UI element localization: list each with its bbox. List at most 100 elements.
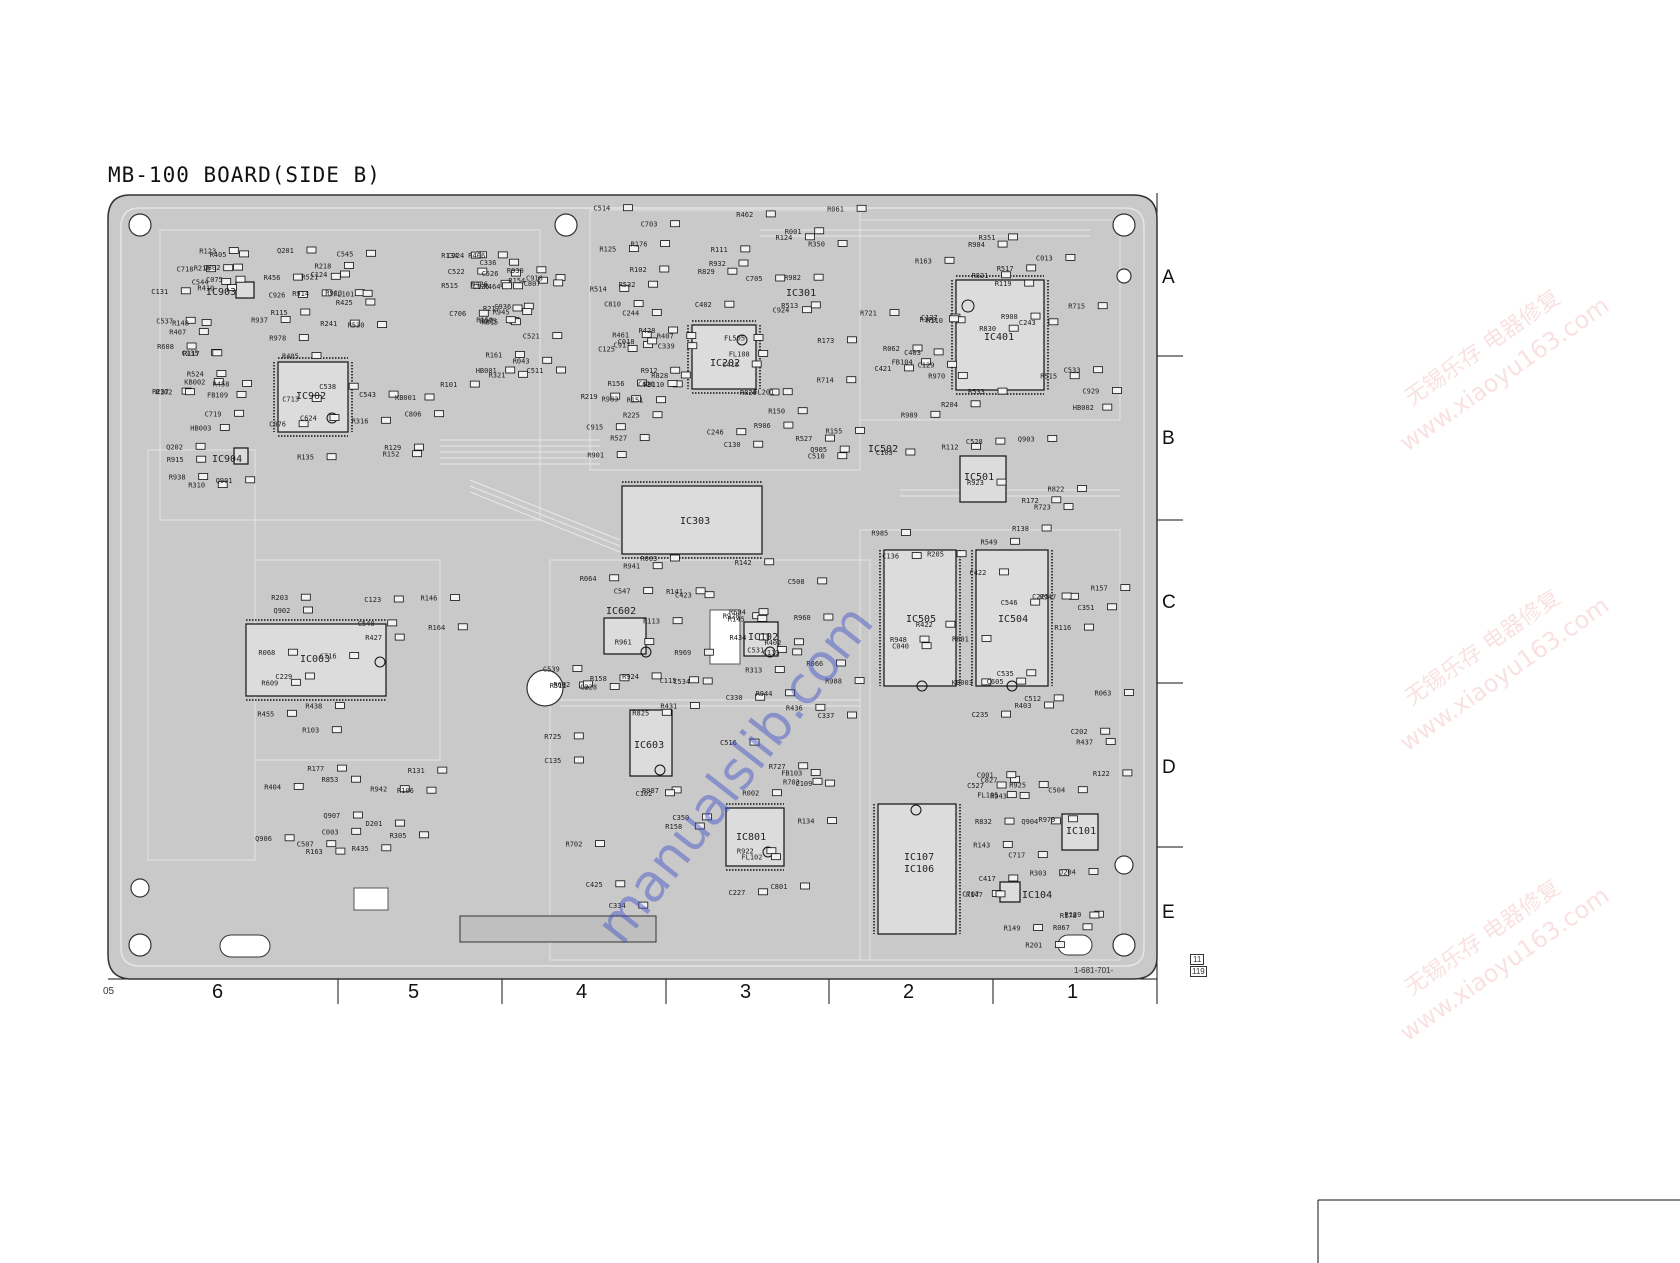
smd-pad [1001,271,1011,279]
smd-pad [362,289,373,297]
smd-pad [970,400,981,408]
mounting-hole [1116,268,1132,284]
component-label: R158 [665,823,682,831]
smd-pad [911,552,922,559]
component-label: R961 [615,639,632,647]
component-label: R321 [489,371,506,379]
smd-pad [311,395,322,402]
smd-pad [912,344,923,352]
mounting-hole [130,878,150,898]
component-label: KB002 [184,379,205,387]
component-label: R061 [827,205,844,213]
smd-pad [997,240,1008,248]
component-label: R853 [322,776,339,784]
ic-label-ic602: IC602 [606,606,636,617]
component-label: KB003 [952,679,973,687]
component-label: FB103 [781,770,802,778]
component-label: R154 [508,277,525,285]
smd-pad [651,672,662,680]
smd-pad [945,620,956,628]
smd-pad [1063,503,1074,511]
component-label: C423 [675,592,692,600]
component-label: R978 [269,335,286,343]
component-label: R456 [264,274,281,282]
ic-label-ic401: IC401 [984,332,1014,343]
component-label: R703 [783,778,800,786]
smd-pad [661,708,672,716]
smd-pad [1044,701,1054,709]
smd-pad [736,428,747,436]
smd-pad [470,251,481,259]
column-label-6: 6 [212,981,224,1003]
smd-pad [351,775,361,783]
component-label: R102 [630,266,647,274]
component-label: C527 [967,782,984,790]
smd-pad [334,702,345,709]
component-label: C624 [300,415,317,423]
ic-label-ic801: IC801 [736,832,766,843]
smd-pad [919,635,930,643]
smd-pad [236,390,247,398]
component-label: R906 [754,422,771,430]
smd-pad [239,250,250,258]
component-label: R943 [990,792,1007,800]
component-label: Q906 [255,835,272,843]
mounting-holes [128,213,1136,957]
smd-pad [660,240,670,248]
component-label: R983 [602,396,619,404]
smd-pad [290,678,301,686]
row-dividers [1157,355,1183,848]
component-label: C810 [604,301,621,309]
smd-pad [477,267,488,275]
smd-pad [185,388,195,396]
smd-pad [1112,387,1122,394]
component-label: R515 [1040,373,1057,381]
component-label: C075 [206,276,223,284]
smd-pad [724,300,735,308]
component-label: R435 [352,845,369,853]
component-label: R407 [657,333,674,341]
smd-pad [180,287,191,295]
smd-pad [610,392,621,400]
smd-pad [212,349,223,357]
ic-label-ic902: IC902 [296,391,326,402]
smd-pad [802,306,812,314]
smd-pad [751,360,762,368]
ic-label-ic903: IC903 [206,287,236,298]
board-inner-trace [120,207,1145,967]
smd-pad [670,220,680,228]
component-label: R305 [390,832,407,840]
smd-pad [1077,786,1088,794]
smd-pad [702,677,713,685]
smd-pad [615,880,626,888]
component-label: R604 [729,609,746,617]
row-label-d: D [1162,757,1176,778]
smd-pad [501,282,512,290]
component-label: R407 [169,329,186,337]
smd-pad [667,379,678,387]
component-label: R303 [1030,870,1047,878]
smd-pad [981,635,992,642]
smd-pad [1038,781,1049,788]
component-label: R913 [325,290,342,298]
component-label: C538 [319,383,336,391]
smd-pad [1008,233,1018,241]
component-label: R458 [213,380,230,388]
component-label: R924 [622,673,639,681]
smd-pad [513,282,523,290]
part-number: 1-681-701- [1074,966,1114,975]
component-label: R928 [723,613,740,621]
smd-pad [344,261,354,269]
component-label: R987 [642,787,659,795]
ic-body [233,447,249,465]
component-label: C703 [641,221,658,229]
component-label: C415 [722,361,739,369]
smd-pad [921,358,931,366]
component-label: C516 [720,739,737,747]
smd-pad [228,247,239,254]
smd-pad [326,840,337,848]
component-label: C109 [796,780,813,788]
component-label: R461 [612,332,629,340]
smd-pad [287,648,298,656]
component-label: R151 [627,397,644,405]
